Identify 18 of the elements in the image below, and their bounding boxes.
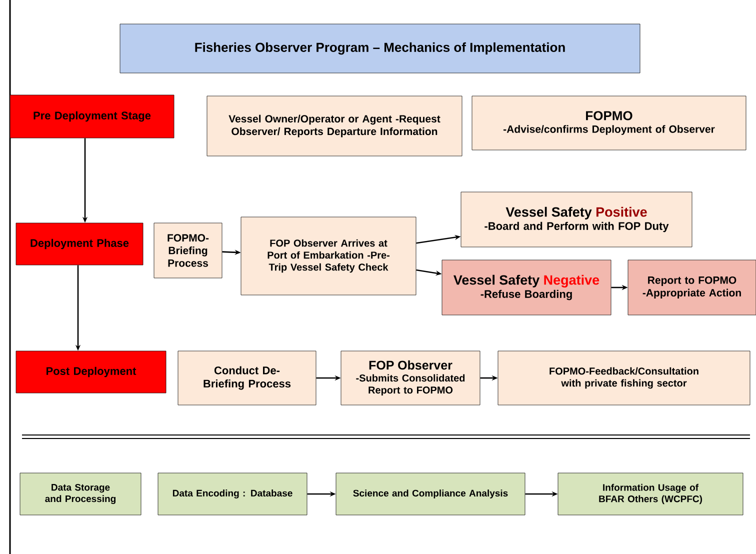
data-box: Data Storage and Processing [20,472,142,516]
process-box: Vessel Owner/Operator or Agent -Request Observer/ Reports Departure Information [206,96,462,156]
data-box: Data Encoding : Database [158,472,308,516]
process-box: FOP Observer Arrives at Port of Embarkation -Pre-Trip Vessel Safety Check [240,216,416,296]
stage-box: Post Deployment [16,350,166,394]
title-box: Fisheries Observer Program – Mechanics of Implementation [120,24,640,74]
process-box: FOPMO-Briefing Process [154,222,222,278]
process-box: FOPMO -Advise/confirms Deployment of Observer [472,96,746,150]
data-box: Science and Compliance Analysis [336,472,526,516]
process-box: FOP Observer -Submits Consolidated Report to FOPMO [340,350,480,406]
data-box: Information Usage of BFAR Others (WCPFC) [558,472,744,516]
process-box: Conduct De-Briefing Process [178,350,316,406]
process-box: Report to FOPMO -Appropriate Action [628,260,756,316]
process-box: FOPMO-Feedback/Consultation with private fishing sector [498,350,750,406]
process-box: Vessel Safety Positive -Board and Perform with FOP Duty [460,192,692,248]
stage-box: Deployment Phase [16,222,144,266]
process-box: Vessel Safety Negative -Refuse Boarding [442,260,612,316]
stage-box: Pre Deployment Stage [10,94,174,138]
